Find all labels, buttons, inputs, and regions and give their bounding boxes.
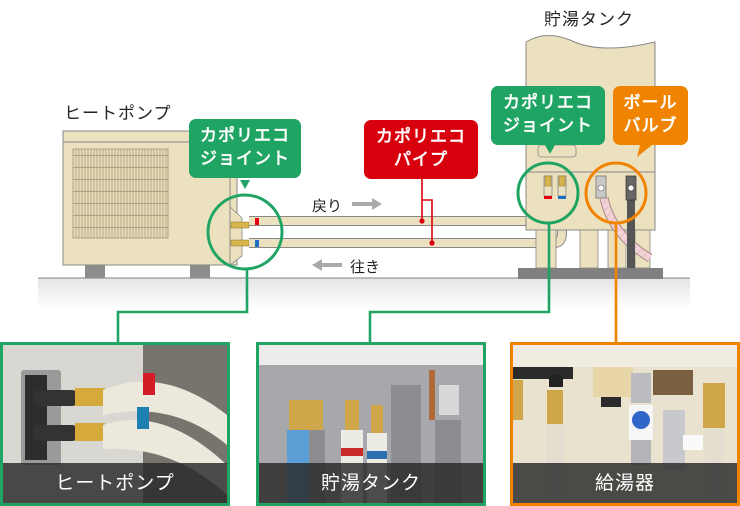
joint-left-highlight	[206, 193, 284, 271]
photo-caption-storage-tank: 貯湯タンク	[259, 463, 483, 503]
cold-marker-right	[558, 196, 566, 199]
valve-tail	[637, 145, 652, 157]
callout-pipe-line1: カポリエコ	[376, 127, 466, 147]
leader-heat-pump	[116, 269, 249, 343]
floor	[38, 277, 690, 308]
callout-pipe: カポリエコ パイプ	[364, 120, 478, 179]
flow-arrows	[312, 198, 382, 271]
callout-joint-right: カポリエコ ジョイント	[491, 86, 605, 145]
callout-ball-valve-line2: バルブ	[623, 116, 678, 136]
cold-marker-left	[255, 240, 259, 247]
leader-storage-tank	[368, 223, 551, 343]
supply-arrow-icon	[312, 259, 342, 271]
callout-joint-left: カポリエコ ジョイント	[189, 119, 301, 178]
pipe-pointer	[419, 178, 435, 246]
supply-label: 往き	[350, 258, 381, 276]
photo-caption-heat-pump: ヒートポンプ	[3, 463, 227, 503]
photo-caption-water-heater: 給湯器	[513, 463, 737, 503]
joint-right-tail	[545, 145, 555, 154]
heat-pump-label: ヒートポンプ	[64, 104, 172, 124]
callout-ball-valve-line1: ボール	[623, 93, 678, 113]
callout-joint-left-line1: カポリエコ	[200, 126, 290, 146]
hot-marker-right	[544, 196, 552, 199]
return-arrow-icon	[352, 198, 382, 210]
return-label: 戻り	[312, 197, 343, 215]
callout-joint-right-line1: カポリエコ	[503, 93, 593, 113]
callout-joint-right-line2: ジョイント	[503, 116, 593, 136]
storage-tank-unit	[518, 35, 663, 279]
storage-tank-label: 貯湯タンク	[544, 10, 634, 30]
photo-heat-pump: ヒートポンプ	[0, 342, 230, 506]
hot-marker-left	[255, 218, 259, 225]
photo-water-heater: 給湯器	[510, 342, 740, 506]
callout-joint-left-line2: ジョイント	[200, 149, 290, 169]
callout-pipe-line2: パイプ	[394, 150, 448, 170]
pipes	[249, 188, 567, 248]
joint-left-tail	[240, 180, 250, 189]
callout-ball-valve: ボール バルブ	[613, 86, 688, 145]
photo-storage-tank: 貯湯タンク	[256, 342, 486, 506]
